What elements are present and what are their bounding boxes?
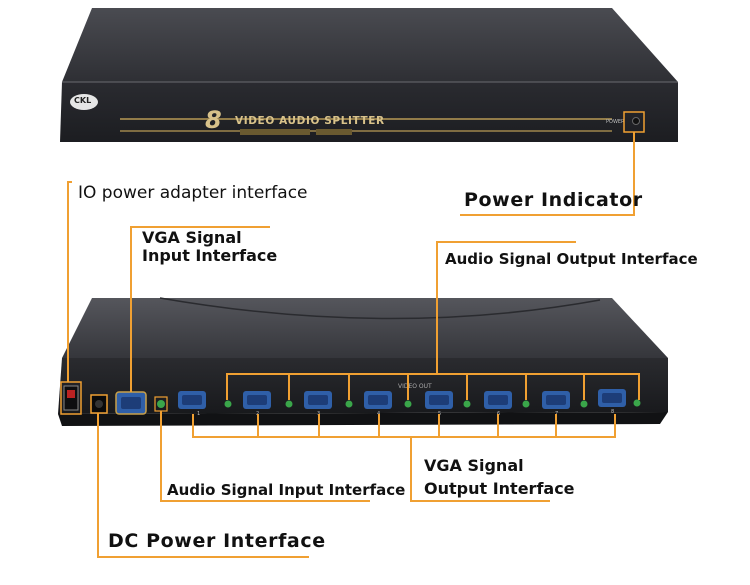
svg-text:1: 1 xyxy=(197,411,200,417)
vga-input-label-line1: VGA Signal xyxy=(142,228,242,247)
video-out-label: VIDEO OUT xyxy=(398,383,432,390)
audio-jack-7 xyxy=(580,400,588,408)
dc-power-label: DC Power Interface xyxy=(108,530,326,552)
io-power-adapter-label: IO power adapter interface xyxy=(78,183,308,203)
vga-output-port-8 xyxy=(598,389,626,407)
audio-jack-6 xyxy=(522,400,530,408)
leader-vga-input-h xyxy=(130,226,270,228)
leader-power-indicator-h xyxy=(460,214,635,216)
vga-output-bracket xyxy=(192,436,616,438)
svg-text:8: 8 xyxy=(611,409,614,415)
audio-jack-1 xyxy=(224,400,232,408)
leader-dc-power-v xyxy=(97,413,99,558)
leader-io-power-h xyxy=(67,181,72,183)
leader-audio-input-h xyxy=(160,500,370,502)
vga-output-port-7 xyxy=(542,391,570,409)
leader-audio-output-h xyxy=(436,241,576,243)
leader-audio-output-v xyxy=(436,241,438,374)
product-name-text: VIDEO AUDIO SPLITTER xyxy=(235,115,385,127)
power-led-label: POWER xyxy=(606,119,625,125)
leader-vga-output-v xyxy=(410,436,412,502)
vga-output-port-6 xyxy=(484,391,512,409)
vga-output-port-3 xyxy=(304,391,332,409)
audio-output-label: Audio Signal Output Interface xyxy=(445,250,698,268)
leader-vga-input-v xyxy=(130,226,132,392)
leader-power-indicator-v xyxy=(633,132,635,216)
model-number: 8 xyxy=(205,106,222,134)
vga-output-port-4 xyxy=(364,391,392,409)
leader-audio-input-v xyxy=(160,411,162,502)
audio-input-label: Audio Signal Input Interface xyxy=(167,481,406,499)
leader-dc-power-h xyxy=(97,556,309,558)
brand-logo: CKL xyxy=(74,96,92,105)
audio-output-bracket xyxy=(226,373,640,375)
vga-output-port-1 xyxy=(178,391,206,409)
vga-input-label-line2: Input Interface xyxy=(142,246,278,265)
leader-io-power-v xyxy=(67,181,69,382)
audio-jack-8 xyxy=(633,399,641,407)
leader-vga-output-h xyxy=(410,500,550,502)
audio-jack-4 xyxy=(404,400,412,408)
audio-jack-2 xyxy=(285,400,293,408)
vga-output-port-5 xyxy=(425,391,453,409)
audio-jack-3 xyxy=(345,400,353,408)
power-indicator-label: Power Indicator xyxy=(464,189,643,211)
audio-jack-5 xyxy=(463,400,471,408)
vga-output-label-line1: VGA Signal xyxy=(424,456,524,475)
vga-output-label-line2: Output Interface xyxy=(424,479,575,498)
vga-output-port-2 xyxy=(243,391,271,409)
